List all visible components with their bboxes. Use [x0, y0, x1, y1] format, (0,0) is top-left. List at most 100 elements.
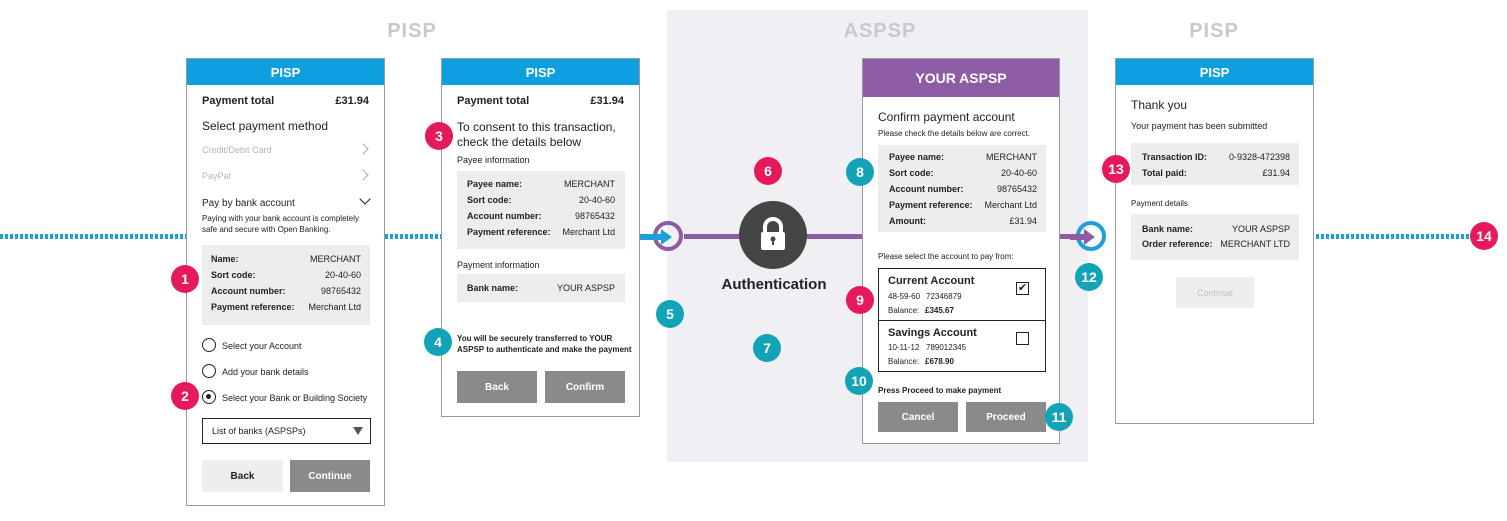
bank-list-select[interactable]: List of banks (ASPSPs) — [202, 418, 371, 444]
current-account-sort: 48-59-60 — [888, 292, 921, 301]
transfer-notice-1: You will be securely transferred to YOUR — [457, 334, 613, 343]
radio-select-bank[interactable] — [202, 390, 216, 404]
confirm-row: Payee name:MERCHANT — [889, 152, 1037, 162]
transaction-row: Transaction ID:0-9328-472398 — [1142, 152, 1290, 162]
screen2-header: PISP — [442, 59, 639, 85]
payment-detail-row: Bank name:YOUR ASPSP — [1142, 224, 1290, 234]
option-select-account: Select your Account — [222, 341, 302, 351]
savings-account-name: Savings Account — [888, 327, 977, 339]
transfer-notice-2: ASPSP to authenticate and make the payme… — [457, 345, 632, 354]
back-button[interactable]: Back — [202, 460, 283, 492]
step-badge-11: 11 — [1045, 403, 1073, 431]
screen-confirm-account: YOUR ASPSP Confirm payment account Pleas… — [862, 58, 1060, 444]
payee-row: Payment reference:Merchant Ltd — [467, 227, 615, 237]
screen1-title: Select payment method — [202, 119, 329, 133]
step-badge-8: 8 — [846, 158, 874, 186]
consent-title-1: To consent to this transaction, — [457, 120, 616, 134]
step-badge-6: 6 — [754, 157, 782, 185]
section-title-aspsp: ASPSP — [843, 20, 917, 42]
confirm-row: Account number:98765432 — [889, 184, 1037, 194]
confirm-title: Confirm payment account — [878, 110, 1015, 124]
select-account-prompt: Please select the account to pay from: — [878, 252, 1014, 261]
payment-details-heading: Payment details — [1131, 199, 1188, 208]
screen-consent: PISP Payment total £31.94 To consent to … — [441, 58, 640, 417]
screen2-total-label: Payment total — [457, 95, 530, 107]
radio-select-account[interactable] — [202, 338, 216, 352]
checkbox-checked-icon[interactable]: ✔ — [1016, 282, 1029, 295]
section-title-pisp-left: PISP — [387, 20, 437, 42]
screen1-header: PISP — [187, 59, 384, 85]
step-badge-10: 10 — [845, 367, 873, 395]
authentication-label: Authentication — [721, 276, 827, 293]
confirm-row: Sort code:20-40-60 — [889, 168, 1037, 178]
step-badge-4: 4 — [424, 328, 452, 356]
step-badge-14: 14 — [1470, 222, 1498, 250]
screen2-total-value: £31.94 — [590, 95, 624, 107]
current-account-number: 72346879 — [926, 292, 962, 301]
thank-you-title: Thank you — [1131, 98, 1188, 112]
arrow-to-aspsp — [640, 234, 664, 240]
screen-select-payment: PISP Payment total £31.94 Select payment… — [186, 58, 385, 506]
savings-balance: £678.90 — [925, 357, 954, 366]
step-badge-13: 13 — [1102, 155, 1130, 183]
back-button[interactable]: Back — [457, 371, 537, 403]
method-card[interactable]: Credit/Debit Card — [202, 145, 272, 155]
lock-icon — [761, 217, 785, 250]
method-bank[interactable]: Pay by bank account — [202, 198, 295, 209]
flow-line-end — [1316, 234, 1472, 239]
radio-add-details[interactable] — [202, 364, 216, 378]
savings-account-option[interactable]: Savings Account 10-11-12 789012345 Balan… — [878, 320, 1046, 372]
arrow-head-to-pisp — [1084, 229, 1095, 245]
screen4-header: PISP — [1116, 59, 1313, 85]
savings-balance-label: Balance: — [888, 357, 920, 366]
screen1-total-label: Payment total — [202, 95, 275, 107]
step-badge-12: 12 — [1075, 263, 1103, 291]
proceed-button[interactable]: Proceed — [966, 402, 1046, 432]
payee-row: Sort code:20-40-60 — [467, 195, 615, 205]
confirm-row: Payment reference:Merchant Ltd — [889, 200, 1037, 210]
confirm-subtitle: Please check the details below are corre… — [878, 129, 1031, 138]
cancel-button[interactable]: Cancel — [878, 402, 958, 432]
lock-icon-circle — [739, 201, 807, 269]
dropdown-triangle-icon — [353, 427, 363, 435]
detail-row: Sort code:20-40-60 — [211, 270, 361, 280]
current-balance: £345.67 — [925, 306, 954, 315]
payee-row: Account number:98765432 — [467, 211, 615, 221]
step-badge-3: 3 — [425, 122, 453, 150]
continue-button[interactable]: Continue — [1176, 277, 1254, 308]
flow-line-start — [0, 234, 186, 239]
section-title-pisp-right: PISP — [1189, 20, 1239, 42]
continue-button[interactable]: Continue — [290, 460, 370, 492]
payment-detail-row: Order reference:MERCHANT LTD — [1142, 239, 1290, 249]
chevron-down-icon — [359, 193, 371, 205]
bank-desc-1: Paying with your bank account is complet… — [202, 214, 359, 223]
confirm-details-box — [878, 145, 1046, 232]
detail-row: Account number:98765432 — [211, 286, 361, 296]
transaction-row: Total paid:£31.94 — [1142, 168, 1290, 178]
payment-heading: Payment information — [457, 260, 540, 270]
savings-account-number: 789012345 — [926, 343, 967, 352]
bank-desc-2: safe and secure with Open Banking. — [202, 225, 331, 234]
confirm-row: Amount:£31.94 — [889, 216, 1037, 226]
current-balance-label: Balance: — [888, 306, 920, 315]
screen-thank-you: PISP Thank you Your payment has been sub… — [1115, 58, 1314, 424]
step-badge-1: 1 — [171, 265, 199, 293]
arrow-head-to-aspsp — [661, 229, 672, 245]
method-paypal[interactable]: PayPal — [202, 171, 231, 181]
current-account-option[interactable]: Current Account 48-59-60 72346879 Balanc… — [878, 268, 1046, 321]
chevron-right-icon — [357, 169, 369, 181]
confirm-button[interactable]: Confirm — [545, 371, 625, 403]
payee-row: Payee name:MERCHANT — [467, 179, 615, 189]
bank-row: Bank name:YOUR ASPSP — [467, 283, 615, 293]
step-badge-7: 7 — [753, 334, 781, 362]
chevron-right-icon — [357, 143, 369, 155]
detail-row: Payment reference:Merchant Ltd — [211, 302, 361, 312]
payee-box — [457, 171, 625, 249]
arrow-to-pisp — [1070, 234, 1086, 240]
checkbox-unchecked-icon[interactable] — [1016, 332, 1029, 345]
flow-line-1-2 — [385, 234, 441, 239]
payment-details-box — [1131, 214, 1299, 260]
payee-heading: Payee information — [457, 155, 530, 165]
option-select-bank: Select your Bank or Building Society — [222, 393, 368, 403]
current-account-name: Current Account — [888, 275, 975, 287]
